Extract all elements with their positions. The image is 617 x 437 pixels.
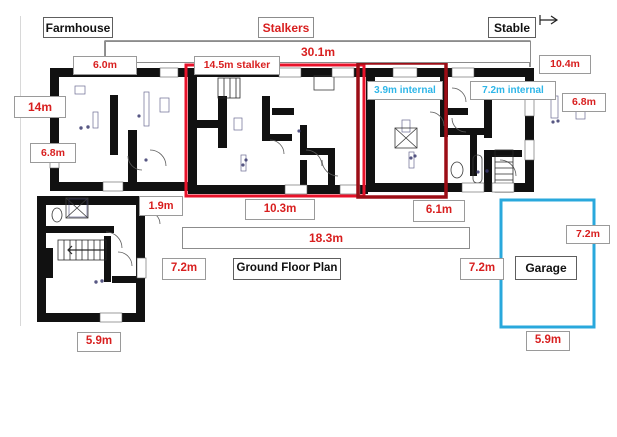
stair-run	[57, 77, 514, 261]
dimension-farmhouse-notch: 1.9m	[139, 196, 183, 216]
dimension-farmhouse-bottom: 5.9m	[77, 332, 121, 352]
dimension-farmhouse-left: 14m	[14, 96, 66, 118]
label-ground-floor-plan: Ground Floor Plan	[233, 258, 341, 280]
window-openings	[49, 67, 535, 323]
label-stable: Stable	[488, 17, 536, 38]
dimension-stable-front: 10.4m	[539, 55, 591, 74]
dimension-stable-right: 6.8m	[562, 93, 606, 112]
dimension-overall-width: 30.1m	[105, 41, 531, 63]
dimension-stable-bottom: 6.1m	[413, 200, 465, 222]
dimension-farmhouse-front: 6.0m	[73, 56, 137, 75]
dimension-farmhouse-depth: 7.2m	[162, 258, 206, 280]
stalker-internal-highlight-outline	[356, 61, 448, 199]
label-farmhouse: Farmhouse	[43, 17, 113, 38]
dimension-farmhouse-left-lower: 6.8m	[30, 143, 76, 163]
dimension-garage-bottom: 5.9m	[526, 331, 570, 351]
label-stalkers: Stalkers	[258, 17, 314, 38]
dimension-stable-internal: 7.2m internal	[470, 81, 556, 100]
fixture-dots	[79, 114, 560, 284]
dimension-overall-rear: 18.3m	[182, 227, 470, 249]
dimension-stalker-front: 14.5m stalker	[194, 56, 280, 75]
dimension-garage-depth: 7.2m	[460, 258, 504, 280]
measure-arrow-icon	[538, 13, 560, 27]
label-garage: Garage	[515, 256, 577, 280]
dimension-garage-right: 7.2m	[566, 225, 610, 244]
page-margin-rule	[20, 16, 21, 326]
dimension-stalker-bottom: 10.3m	[245, 199, 315, 220]
dimension-stalker-internal: 3.9m internal	[367, 81, 443, 100]
